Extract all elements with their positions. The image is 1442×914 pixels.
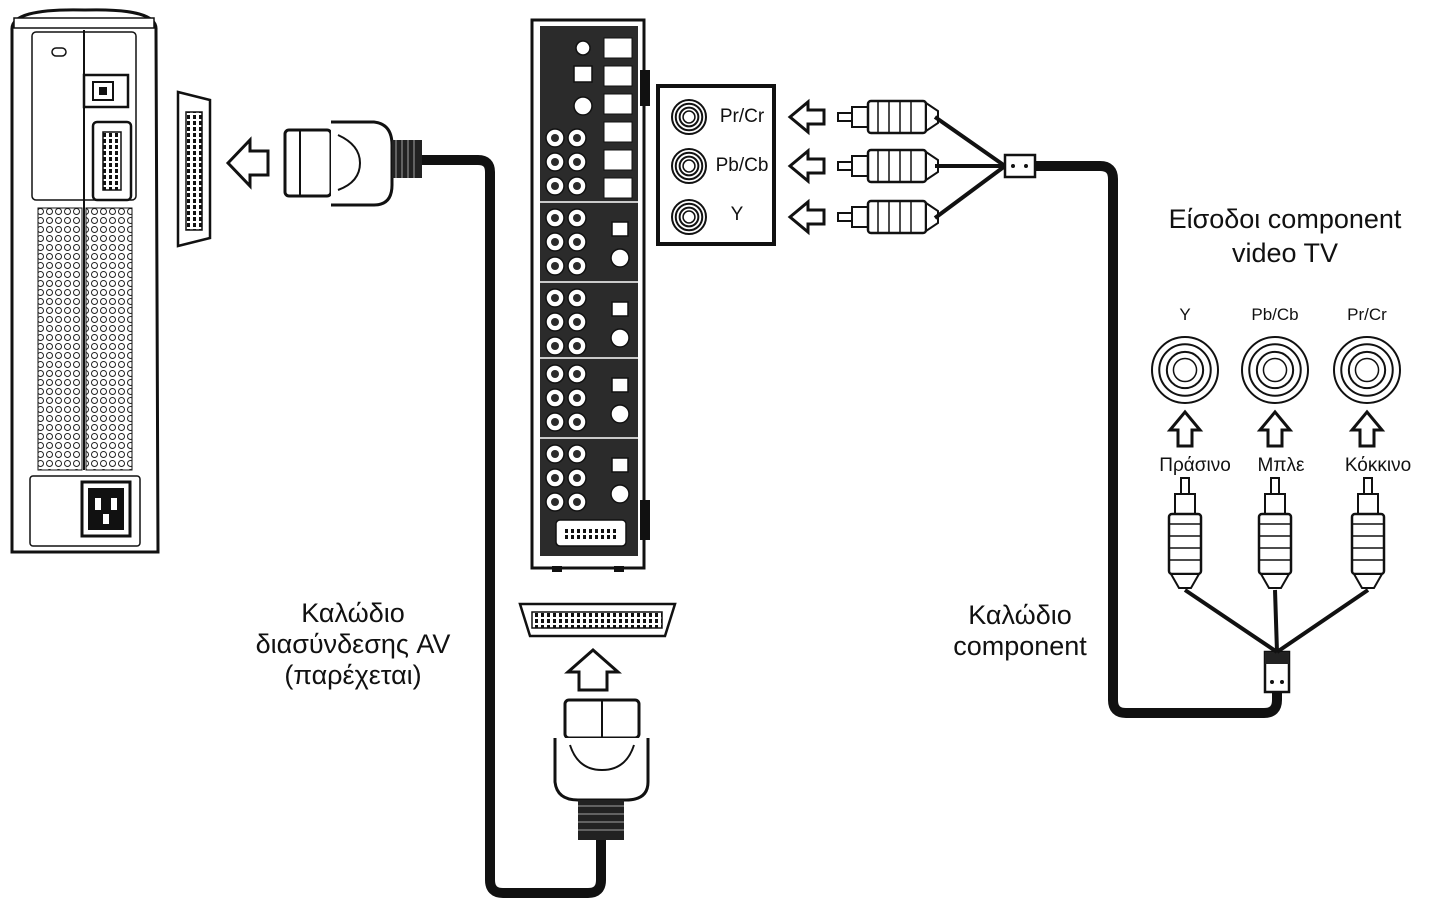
arrow-icon [787, 198, 826, 236]
tv-inputs-label-line2: video TV [1231, 238, 1339, 268]
rca-jack-icon [1241, 336, 1309, 404]
xbox-console-icon [10, 8, 160, 554]
optical-port-icon [611, 377, 629, 393]
tv-inputs-label: Είσοδοι component video TV [1130, 202, 1440, 270]
optical-port-icon [611, 301, 629, 317]
arrow-icon [1166, 409, 1204, 448]
svideo-port-icon [610, 404, 630, 424]
rca-plug-icon [837, 148, 939, 184]
hub-jack-label: Pb/Cb [715, 155, 769, 176]
plug-color-label-red: Κόκκινο [1344, 455, 1412, 476]
tv-inputs-label-line1: Είσοδοι component [1168, 204, 1402, 234]
rca-jack-icon [671, 99, 707, 135]
ethernet-port-icon [603, 37, 633, 59]
rca-jack-icon [1151, 336, 1219, 404]
svideo-port-icon [573, 96, 593, 116]
av-cable-label-line1: Καλώδιο [301, 598, 405, 628]
av-plug-top [283, 120, 422, 207]
tv-jack-label: Y [1179, 305, 1191, 324]
hub-jack-callout [656, 84, 776, 246]
hub-back-panel [540, 37, 638, 547]
av-cable-label-line3: (παρέχεται) [284, 660, 422, 690]
ethernet-port-icon [603, 149, 633, 171]
rca-jack-icon [671, 199, 707, 235]
svideo-port-icon [610, 248, 630, 268]
component-cable-label-line2: component [953, 631, 1087, 661]
optical-port-icon [611, 457, 629, 473]
svideo-port-icon [610, 484, 630, 504]
av-connector-icon [518, 602, 677, 638]
ethernet-port-icon [603, 121, 633, 143]
optical-port-icon [611, 221, 629, 237]
av-plug-bottom [553, 698, 650, 840]
plug-color-label-blue: Μπλε [1257, 455, 1305, 476]
rca-plug-icon [1257, 477, 1293, 589]
rca-jack-icon [671, 148, 707, 184]
rca-jack-icon [1333, 336, 1401, 404]
av-connector-icon [176, 90, 212, 248]
arrow-icon [1256, 409, 1294, 448]
cable-splitter-upper [1003, 153, 1037, 179]
ethernet-port-icon [603, 65, 633, 87]
av-cable [422, 155, 606, 898]
arrow-icon [225, 136, 270, 190]
arrow-icon [787, 98, 826, 136]
plug-color-label-green: Πράσινο [1159, 455, 1231, 476]
optical-port-icon [573, 65, 593, 83]
rca-plug-icon [1167, 477, 1203, 589]
component-cable-label: Καλώδιο component [930, 600, 1110, 662]
av-cable-label-line2: διασύνδεσης AV [255, 629, 451, 659]
ethernet-port-icon [603, 177, 633, 199]
ethernet-port-icon [603, 93, 633, 115]
rca-plug-icon [1350, 477, 1386, 589]
hub-jack-label: Pr/Cr [719, 106, 765, 127]
arrow-icon [564, 648, 622, 692]
rca-plug-icon [837, 99, 939, 135]
power-jack-icon [575, 40, 591, 56]
component-cable-label-line1: Καλώδιο [968, 600, 1072, 630]
tv-jack-label: Pr/Cr [1347, 305, 1387, 324]
rca-plug-icon [837, 199, 939, 235]
tv-jack-label: Pb/Cb [1251, 305, 1299, 324]
svideo-port-icon [610, 328, 630, 348]
arrow-icon [787, 147, 826, 185]
av-cable-label: Καλώδιο διασύνδεσης AV (παρέχεται) [218, 598, 488, 691]
component-cable [1035, 161, 1282, 718]
arrow-icon [1348, 409, 1386, 448]
hub-jack-label: Y [730, 204, 744, 225]
